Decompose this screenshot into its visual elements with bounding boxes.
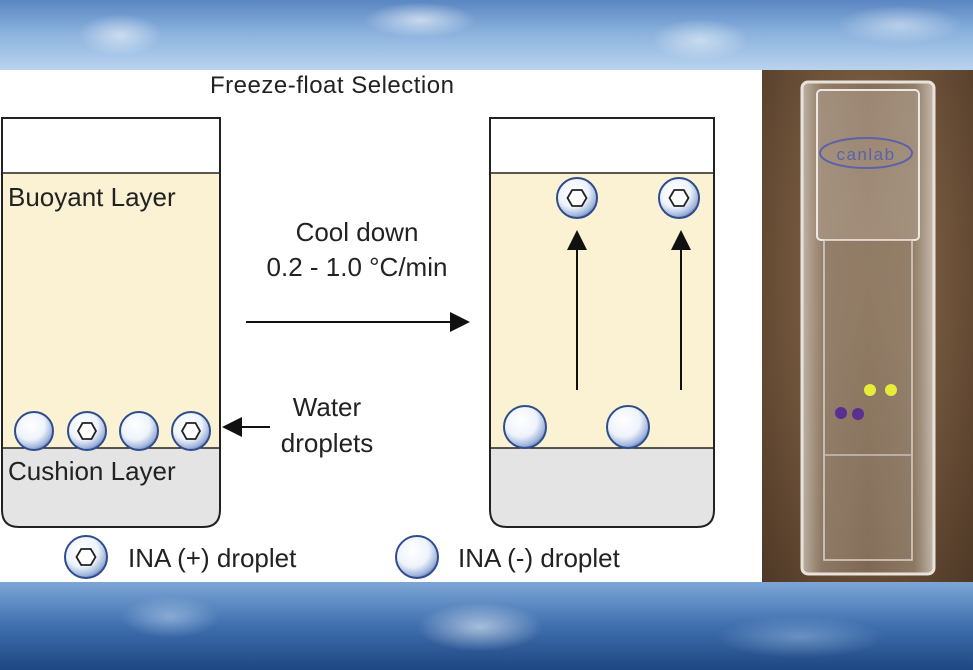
photo-purple-droplet bbox=[835, 407, 847, 419]
right-cuvette bbox=[489, 117, 715, 528]
droplet-ina-plus bbox=[67, 411, 107, 451]
droplet-ina-plus bbox=[556, 177, 598, 219]
cuvette-brand-text: canlab bbox=[836, 145, 895, 164]
cushion-layer-right bbox=[490, 448, 714, 527]
legend-ina-plus-label: INA (+) droplet bbox=[128, 543, 297, 573]
cushion-layer-label: Cushion Layer bbox=[8, 456, 176, 486]
buoyant-layer-left bbox=[2, 173, 220, 448]
buoyant-layer-label: Buoyant Layer bbox=[8, 182, 176, 212]
cuvette-photo-illustration: canlab bbox=[800, 80, 936, 576]
droplet-ina-minus bbox=[503, 405, 547, 449]
left-cuvette: Buoyant Layer Cushion Layer bbox=[1, 117, 221, 528]
cooling-rate-label: 0.2 - 1.0 °C/min bbox=[267, 252, 448, 282]
legend-ina-plus-icon bbox=[64, 535, 108, 579]
legend-ina-minus-label: INA (-) droplet bbox=[458, 543, 621, 573]
photo-purple-droplet bbox=[852, 408, 864, 420]
droplet-ina-minus bbox=[606, 405, 650, 449]
droplet-ina-minus bbox=[14, 411, 54, 451]
legend-ina-minus-icon bbox=[395, 535, 439, 579]
droplet-ina-plus bbox=[658, 177, 700, 219]
cool-down-label: Cool down bbox=[296, 217, 419, 247]
ice-background-top bbox=[0, 0, 973, 70]
cuvette-photo: canlab bbox=[762, 70, 973, 582]
photo-yellow-droplet bbox=[885, 384, 897, 396]
cushion-layer-left bbox=[2, 448, 220, 527]
diagram-title: Freeze-float Selection bbox=[210, 72, 455, 99]
droplets-label: droplets bbox=[281, 428, 374, 458]
droplet-ina-minus bbox=[119, 411, 159, 451]
photo-yellow-droplet bbox=[864, 384, 876, 396]
droplet-ina-plus bbox=[171, 411, 211, 451]
water-label: Water bbox=[293, 392, 362, 422]
legend: INA (+) droplet INA (-) droplet bbox=[64, 535, 621, 579]
cuvette-brand-logo bbox=[819, 137, 913, 169]
ice-background-bottom bbox=[0, 582, 973, 670]
